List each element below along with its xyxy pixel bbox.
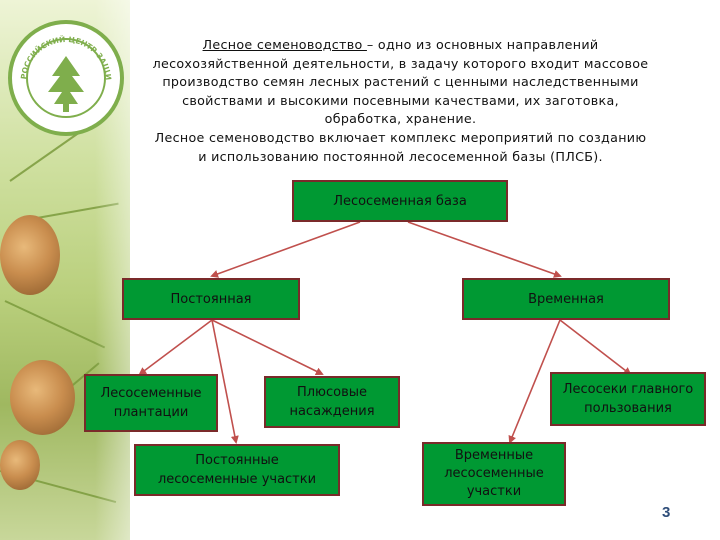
edge-temporary-cuttings — [559, 319, 632, 376]
node-temporary: Временная — [462, 278, 670, 320]
organization-logo: РОССИЙСКИЙ ЦЕНТР ЗАЩИТЫ ЛЕСА — [8, 20, 124, 136]
logo-inner-ring — [26, 38, 106, 118]
edge-permanent-plus — [211, 319, 324, 375]
node-main-use-cuttings: Лесосеки главного пользования — [550, 372, 706, 426]
node-temporary-seed-sites: Временные лесосеменные участки — [422, 442, 566, 506]
pine-cone — [10, 360, 75, 435]
node-plus-stands-line-1: Плюсовые — [296, 385, 368, 400]
node-seed-plantations-line-1: Лесосеменные — [100, 386, 202, 401]
node-permanent-seed-sites-line-1: Постоянные — [195, 453, 279, 468]
intro-line-5: обработка, хранение. — [324, 111, 477, 127]
node-permanent-label: Постоянная — [170, 291, 252, 307]
node-seed-plantations-line-2: плантации — [113, 405, 189, 420]
node-seed-base-label: Лесосеменная база — [333, 193, 467, 209]
edge-root-permanent — [210, 221, 361, 278]
edge-permanent-plantations — [138, 319, 213, 376]
node-seed-plantations: Лесосеменные плантации — [84, 374, 218, 432]
intro-line-3: производство семян лесных растений с цен… — [162, 74, 639, 90]
intro-line-6: Лесное семеноводство включает комплекс м… — [154, 129, 647, 145]
node-seed-base: Лесосеменная база — [292, 180, 508, 222]
edge-permanent-sites — [211, 319, 239, 444]
node-main-use-cuttings-line-2: пользования — [584, 401, 672, 416]
node-main-use-cuttings-line-1: Лесосеки главного — [562, 382, 694, 397]
node-permanent: Постоянная — [122, 278, 300, 320]
intro-line-4: свойствами и высокими посевными качества… — [182, 92, 619, 108]
node-permanent-seed-sites: Постоянные лесосеменные участки — [134, 444, 340, 496]
node-temporary-seed-sites-line-1: Временные — [454, 448, 534, 463]
pine-cone — [0, 215, 60, 295]
node-temporary-seed-sites-line-3: участки — [466, 484, 522, 499]
page-number: 3 — [662, 504, 671, 521]
tree-emblem-icon: РОССИЙСКИЙ ЦЕНТР ЗАЩИТЫ ЛЕСА — [12, 24, 113, 112]
term-definition: Лесное семеноводство — [202, 37, 367, 52]
node-permanent-seed-sites-line-2: лесосеменные участки — [157, 472, 317, 487]
edge-root-temporary — [407, 221, 562, 278]
pine-cone — [0, 440, 40, 490]
intro-line-1-rest: – одно из основных направлений — [366, 37, 599, 52]
node-plus-stands: Плюсовые насаждения — [264, 376, 400, 428]
node-temporary-label: Временная — [528, 291, 604, 307]
intro-line-1: Лесное семеноводство – одно из основных … — [138, 36, 663, 55]
intro-paragraph: Лесное семеноводство – одно из основных … — [138, 36, 663, 166]
node-plus-stands-line-2: насаждения — [289, 404, 375, 419]
node-temporary-seed-sites-line-2: лесосеменные — [444, 466, 544, 481]
edge-temporary-sites — [508, 319, 561, 444]
intro-line-2: лесохозяйственной деятельности, в задачу… — [152, 55, 649, 71]
intro-line-7: и использованию постоянной лесосеменной … — [198, 148, 603, 164]
